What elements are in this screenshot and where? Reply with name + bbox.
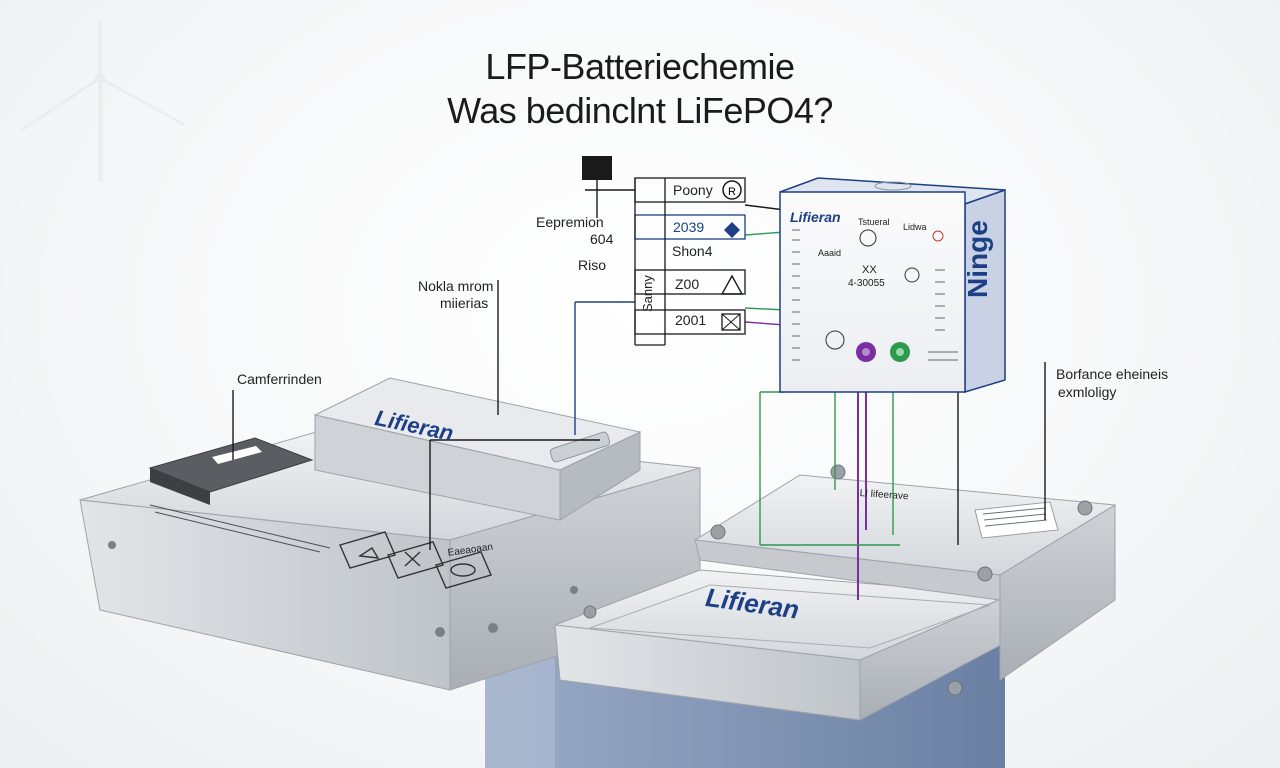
- module-value-2: 4-30055: [848, 278, 885, 289]
- label-nokia-1: Nokla mrom: [418, 278, 494, 294]
- svg-text:R: R: [728, 186, 736, 198]
- page-subtitle: Was bedinclnt LiFePO4?: [447, 90, 833, 131]
- x-box-icon: [721, 313, 741, 331]
- module-brand: Lifieran: [790, 209, 841, 225]
- table-row-5: 2001: [675, 312, 707, 328]
- label-nokia-2: miierias: [440, 295, 489, 311]
- table-row-2: 2039: [673, 219, 705, 235]
- module-col2-header: Lidwa: [903, 222, 927, 232]
- table-side-label: Sanny: [640, 275, 655, 312]
- schematic-table: [634, 177, 746, 346]
- right-label-sticker: [974, 501, 1059, 539]
- table-row-3: Shon4: [672, 243, 713, 259]
- page-title: LFP-Batteriechemie: [485, 46, 795, 87]
- module-value: XX: [862, 264, 877, 276]
- label-604: 604: [590, 231, 614, 247]
- warning-triangle-icon: [720, 274, 744, 295]
- label-riso: Riso: [578, 257, 607, 273]
- label-expression: Eepremion: [536, 214, 604, 230]
- label-borfance-1: Borfance eheineis: [1056, 366, 1169, 382]
- green-connector: [890, 342, 910, 362]
- purple-connector: [856, 342, 876, 362]
- wind-turbine-icon: [21, 20, 186, 182]
- table-row-1: Poony: [673, 182, 713, 198]
- diamond-icon: [724, 222, 740, 238]
- label-camferrinden: Camferrinden: [237, 371, 322, 387]
- module-row-label: Aaaid: [818, 248, 842, 258]
- table-row-4: Z00: [675, 276, 700, 292]
- circle-r-icon: R: [722, 180, 742, 200]
- right-front-battery: [554, 569, 1011, 721]
- bms-module: [779, 177, 1006, 394]
- module-col1-header: Tstueral: [858, 217, 890, 227]
- right-back-battery: [583, 464, 1117, 696]
- black-box-icon: [582, 156, 612, 180]
- module-side-text: Ninge: [962, 220, 993, 298]
- label-borfance-2: exmloligy: [1058, 384, 1117, 400]
- left-battery-pack: [79, 377, 701, 691]
- left-warning-symbols: [339, 531, 492, 589]
